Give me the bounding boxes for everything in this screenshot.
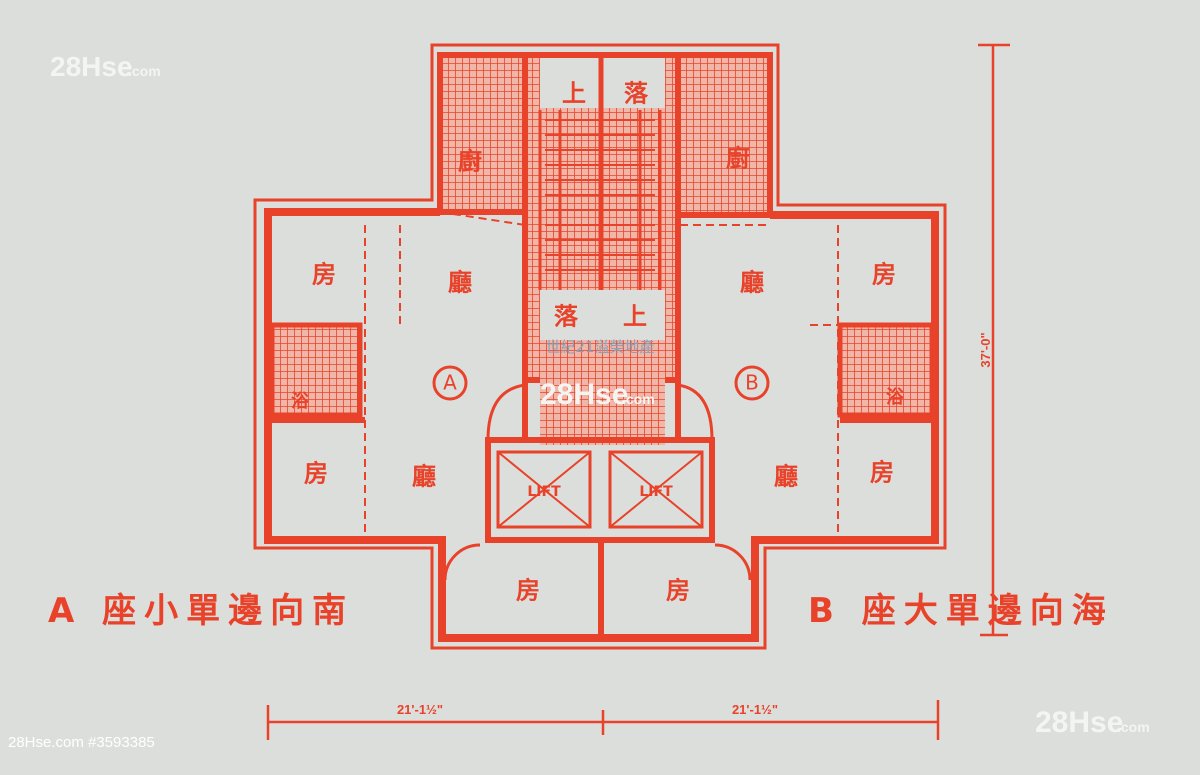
bedroom-label: 房 bbox=[304, 459, 328, 488]
svg-text:.com: .com bbox=[1117, 719, 1150, 735]
dimension-height: 37'-0" bbox=[978, 332, 993, 367]
stair-up-label: 上 bbox=[562, 79, 586, 108]
listing-id: 28Hse.com #3593385 bbox=[8, 734, 155, 751]
bedroom-label: 房 bbox=[872, 260, 896, 289]
kitchen-a-label: 廚 bbox=[458, 147, 482, 176]
bedroom-label: 房 bbox=[312, 260, 336, 289]
kitchen-a bbox=[437, 52, 528, 215]
living-room-label: 廳 bbox=[412, 462, 436, 491]
dimension-left: 21'-1½" bbox=[397, 702, 443, 717]
kitchen-b-label: 廚 bbox=[726, 144, 750, 173]
flat-a-label: A bbox=[443, 371, 457, 395]
bedroom-label: 房 bbox=[870, 458, 894, 487]
bathroom-b bbox=[837, 322, 935, 418]
stair-up-label: 上 bbox=[623, 302, 647, 331]
bedroom-label: 房 bbox=[516, 576, 540, 605]
agency-watermark: 世紀21溢榮地產 bbox=[545, 338, 654, 356]
bathroom-a bbox=[269, 322, 363, 418]
svg-text:.com: .com bbox=[622, 391, 655, 407]
flat-a-marker bbox=[432, 365, 468, 401]
svg-text:28Hse: 28Hse bbox=[540, 378, 628, 411]
bath-label: 浴 bbox=[291, 391, 310, 412]
logo-watermark-bottom: 28Hse.com bbox=[1035, 706, 1150, 739]
bath-label: 浴 bbox=[886, 387, 905, 408]
lift-label: LIFT bbox=[639, 484, 673, 500]
stair-down-label: 落 bbox=[554, 302, 579, 331]
lobby bbox=[540, 340, 665, 445]
svg-text:28Hse: 28Hse bbox=[1035, 706, 1123, 739]
lift-2 bbox=[608, 450, 704, 529]
living-room-label: 廳 bbox=[774, 462, 798, 491]
lift-shaft-frame bbox=[485, 437, 715, 543]
dimension-line-height bbox=[978, 43, 1010, 637]
lift-1 bbox=[496, 450, 592, 529]
kitchen-b bbox=[675, 52, 773, 218]
lift-label: LIFT bbox=[527, 484, 561, 500]
dimension-right: 21'-1½" bbox=[732, 702, 778, 717]
logo-watermark-center: 28Hse.com bbox=[540, 378, 655, 411]
svg-text:28Hse: 28Hse bbox=[50, 51, 133, 82]
flat-b-marker bbox=[734, 365, 770, 401]
bedroom-label: 房 bbox=[666, 576, 690, 605]
dimension-line-width bbox=[266, 700, 940, 740]
flat-b-label: B bbox=[745, 371, 759, 395]
caption-block-a: A 座小單邊向南 bbox=[48, 591, 354, 631]
svg-text:.com: .com bbox=[128, 63, 161, 79]
logo-watermark-top: 28Hse.com bbox=[50, 51, 161, 82]
outer-balcony-outline bbox=[253, 43, 947, 650]
living-room-label: 廳 bbox=[448, 268, 472, 297]
caption-block-b: B 座大單邊向海 bbox=[808, 591, 1114, 631]
living-room-label: 廳 bbox=[740, 268, 764, 297]
stair-down-label: 落 bbox=[624, 79, 649, 108]
